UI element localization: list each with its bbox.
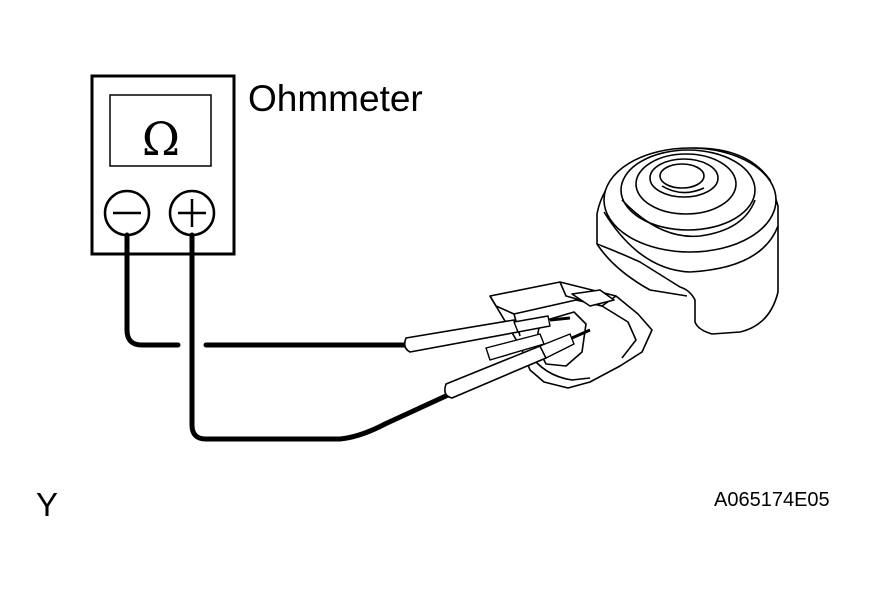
ohm-symbol: Ω (142, 112, 180, 166)
positive-probe (444, 345, 547, 399)
minus-icon (103, 189, 151, 237)
connector-latch (571, 289, 615, 307)
ohmmeter-label: Ohmmeter (248, 78, 423, 119)
corner-mark: Y (36, 486, 59, 523)
negative-probe (403, 319, 519, 353)
sensor-neck (596, 243, 688, 297)
knock-sensor (596, 147, 779, 335)
sensor-ring-lower-edge (603, 211, 779, 273)
test-probes (403, 315, 591, 399)
sensor-center-hole (659, 163, 705, 189)
negative-lead-wire (124, 232, 181, 348)
test-leads (124, 232, 451, 442)
positive-lead-wire (189, 232, 451, 442)
ohmmeter-display (109, 94, 212, 167)
ohmmeter: Ω (90, 74, 236, 256)
plus-icon (168, 189, 216, 237)
figure-code: A065174E05 (714, 489, 830, 511)
